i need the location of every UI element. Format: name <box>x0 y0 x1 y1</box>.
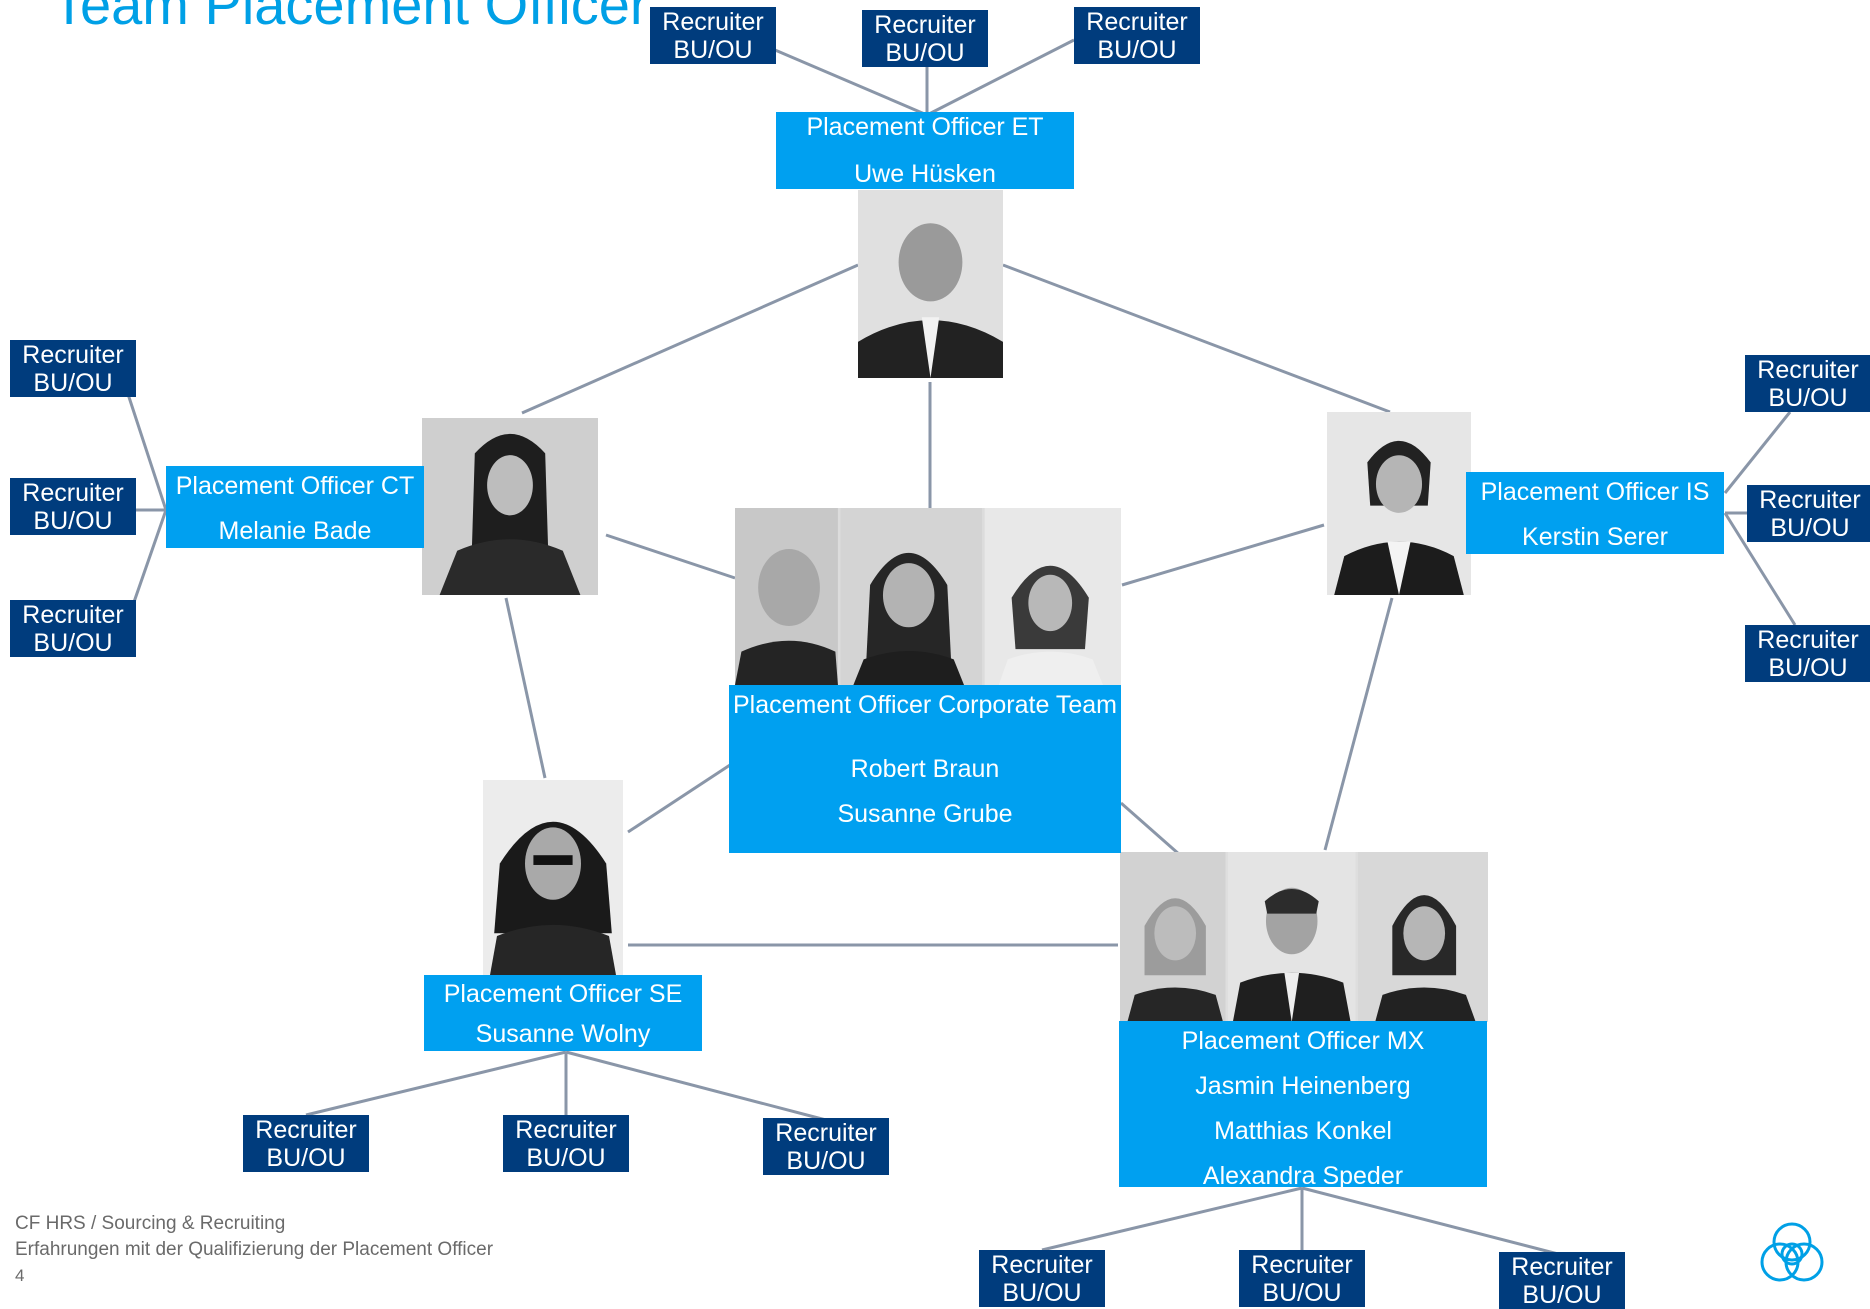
officer-name: Jasmin Heinenberg <box>1195 1072 1411 1100</box>
officer-role: Placement Officer ET <box>806 113 1044 141</box>
recruiter-label: Recruiter <box>515 1115 617 1144</box>
officer-box-corporate: Placement Officer Corporate Team Robert … <box>729 685 1121 853</box>
recruiter-label: Recruiter <box>255 1115 357 1144</box>
unit-label: BU/OU <box>33 628 113 657</box>
officer-name: Melanie Bade <box>218 517 372 545</box>
officer-role: Placement Officer CT <box>175 472 415 500</box>
photo-susanne-wolny <box>483 780 623 975</box>
unit-label: BU/OU <box>1768 383 1848 412</box>
photo-melanie-bade <box>422 418 598 595</box>
recruiter-label: Recruiter <box>22 478 124 507</box>
recruiter-label: Recruiter <box>22 600 124 629</box>
officer-box-is: Placement Officer IS Kerstin Serer <box>1466 472 1724 554</box>
recruiter-label: Recruiter <box>775 1118 877 1147</box>
recruiter-label: Recruiter <box>1759 485 1861 514</box>
page-number: 4 <box>15 1266 25 1285</box>
footer-subtitle: Erfahrungen mit der Qualifizierung der P… <box>15 1239 494 1260</box>
unit-label: BU/OU <box>1262 1278 1342 1307</box>
unit-label: BU/OU <box>1002 1278 1082 1307</box>
officer-name: Kerstin Serer <box>1522 523 1668 551</box>
officer-role: Placement Officer SE <box>443 980 683 1008</box>
unit-label: BU/OU <box>786 1146 866 1175</box>
photo-mx-team <box>1120 852 1488 1022</box>
officer-box-se: Placement Officer SE Susanne Wolny <box>424 975 702 1051</box>
recruiter-label: Recruiter <box>1511 1252 1613 1281</box>
unit-label: BU/OU <box>1770 513 1850 542</box>
officer-name: Robert Braun <box>850 755 1000 783</box>
officer-name: Alexandra Speder <box>1202 1162 1404 1190</box>
unit-label: BU/OU <box>1768 653 1848 682</box>
unit-label: BU/OU <box>526 1143 606 1172</box>
officer-role: Placement Officer IS <box>1480 478 1710 506</box>
unit-label: BU/OU <box>673 35 753 64</box>
officer-name: Uwe Hüsken <box>854 160 996 188</box>
recruiter-label: Recruiter <box>662 7 764 36</box>
recruiter-label: Recruiter <box>1251 1250 1353 1279</box>
recruiter-label: Recruiter <box>991 1250 1093 1279</box>
recruiter-label: Recruiter <box>1757 625 1859 654</box>
photo-corporate-team <box>735 508 1121 685</box>
officer-name: Susanne Grube <box>837 800 1013 828</box>
unit-label: BU/OU <box>33 368 113 397</box>
recruiter-label: Recruiter <box>22 340 124 369</box>
officer-box-mx: Placement Officer MX Jasmin Heinenberg M… <box>1119 1021 1487 1190</box>
unit-label: BU/OU <box>33 506 113 535</box>
officer-name: Susanne Wolny <box>475 1020 651 1048</box>
recruiter-label: Recruiter <box>1086 7 1188 36</box>
page-title: Team Placement Officer <box>52 0 649 36</box>
officer-name: Matthias Konkel <box>1214 1117 1392 1145</box>
unit-label: BU/OU <box>1097 35 1177 64</box>
unit-label: BU/OU <box>885 38 965 67</box>
officer-box-ct: Placement Officer CT Melanie Bade <box>166 466 424 548</box>
officer-role: Placement Officer MX <box>1181 1027 1425 1055</box>
unit-label: BU/OU <box>266 1143 346 1172</box>
photo-kerstin-serer <box>1327 412 1471 595</box>
unit-label: BU/OU <box>1522 1280 1602 1309</box>
photo-uwe-huesken <box>858 190 1003 378</box>
officer-box-et: Placement Officer ET Uwe Hüsken <box>776 112 1074 189</box>
recruiter-label: Recruiter <box>1757 355 1859 384</box>
footer-department: CF HRS / Sourcing & Recruiting <box>15 1213 286 1234</box>
recruiter-label: Recruiter <box>874 10 976 39</box>
thyssenkrupp-rings-logo-icon <box>1752 1214 1832 1294</box>
officer-role: Placement Officer Corporate Team <box>733 691 1117 719</box>
